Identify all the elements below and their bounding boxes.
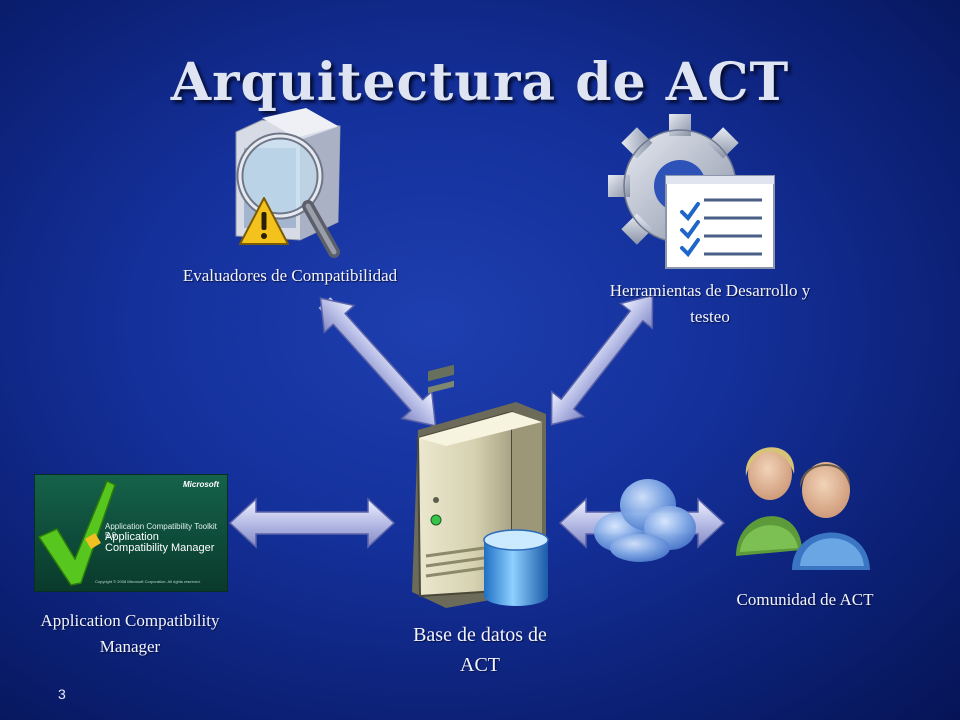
label-herramientas: Herramientas de Desarrollo y testeo (560, 278, 860, 330)
label-herramientas-line1: Herramientas de Desarrollo y (609, 281, 811, 300)
cloud-icon (594, 479, 696, 562)
label-acm-line1: Application Compatibility (40, 611, 220, 630)
label-database: Base de datos de ACT (380, 620, 580, 680)
label-comunidad: Comunidad de ACT (736, 590, 874, 609)
label-evaluadores: Evaluadores de Compatibilidad (182, 266, 398, 285)
label-herramientas-line2: testeo (690, 307, 730, 326)
arrow-herramientas-database (550, 294, 654, 426)
acm-brand: Microsoft (183, 480, 219, 489)
label-database-line1: Base de datos de (413, 624, 547, 646)
arrow-acm-database (228, 497, 396, 549)
checkmark-icon (37, 479, 116, 586)
gear-checklist-icon (608, 114, 775, 269)
slide-title: Arquitectura de ACT (170, 52, 790, 113)
acm-toolkit-name: Application Compatibility Toolkit 5.0 (105, 522, 217, 540)
magnifier-warning-icon (235, 108, 341, 258)
label-acm: Application Compatibility Manager (10, 608, 250, 660)
label-acm-line2: Manager (99, 637, 161, 656)
acm-copyright: Copyright © 2008 Microsoft Corporation. … (95, 579, 201, 584)
label-database-line2: ACT (460, 654, 500, 676)
server-database-icon (412, 364, 549, 608)
acm-product-name: Application Compatibility Manager (105, 531, 215, 554)
arrow-evaluadores-database (318, 297, 437, 427)
users-icon (736, 447, 870, 570)
slide-number: 3 (58, 686, 66, 702)
acm-screenshot: Microsoft Application Compatibility Tool… (34, 474, 228, 592)
